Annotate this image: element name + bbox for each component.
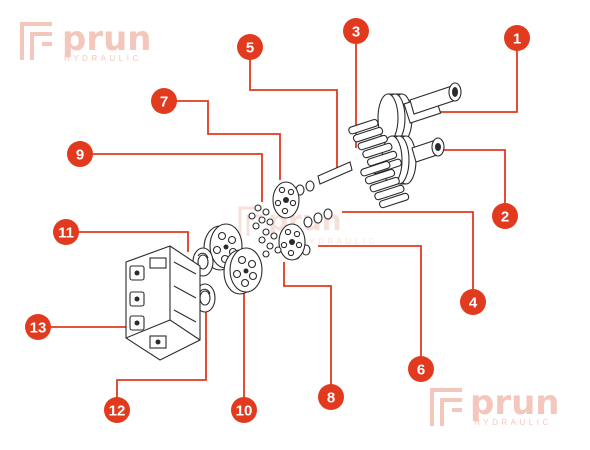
watermark-subtitle: HYDRAULIC <box>300 237 378 246</box>
watermark-word: prun <box>62 19 152 59</box>
watermark-word: prun <box>470 383 560 423</box>
part-drive-shaft <box>377 82 462 143</box>
part-retainer-plate-lower <box>278 223 306 261</box>
callout-3: 3 <box>343 18 369 44</box>
callout-6-label: 6 <box>417 362 425 379</box>
callout-11-label: 11 <box>58 225 74 242</box>
watermark-top-left: prun HYDRAULIC <box>20 19 152 63</box>
callout-10: 10 <box>231 397 257 423</box>
callout-13-label: 13 <box>30 320 47 337</box>
leader-5 <box>249 47 338 168</box>
callout-2-label: 2 <box>501 209 509 226</box>
callout-1-label: 1 <box>513 31 521 48</box>
leader-12 <box>116 302 207 410</box>
leader-9 <box>80 153 263 202</box>
callout-1: 1 <box>504 25 530 51</box>
part-pistons <box>348 118 410 209</box>
callout-11: 11 <box>53 219 79 245</box>
part-retainer-plate <box>272 181 300 219</box>
leader-2 <box>438 149 506 216</box>
callout-7-label: 7 <box>160 94 168 111</box>
leader-lines <box>38 31 518 410</box>
part-rear-housing <box>125 245 201 361</box>
callout-8: 8 <box>318 384 344 410</box>
callout-4: 4 <box>460 289 486 315</box>
leader-7 <box>164 100 281 180</box>
brand-logo-icon <box>238 206 262 236</box>
callout-2: 2 <box>492 203 518 229</box>
leader-4 <box>342 211 474 302</box>
callout-9: 9 <box>67 141 93 167</box>
callout-6: 6 <box>408 356 434 382</box>
callout-8-label: 8 <box>327 390 335 407</box>
callout-13: 13 <box>25 314 51 340</box>
callout-3-label: 3 <box>352 24 360 41</box>
callout-9-label: 9 <box>76 147 84 164</box>
leader-1 <box>432 38 518 113</box>
watermark-bottom-right: prun HYDRAULIC <box>430 383 560 427</box>
callout-7: 7 <box>151 88 177 114</box>
leader-8 <box>283 262 332 397</box>
callout-4-label: 4 <box>469 295 478 312</box>
leader-6 <box>318 245 422 369</box>
callout-10-label: 10 <box>236 403 253 420</box>
brand-logo-icon <box>20 22 52 60</box>
part-rings <box>303 208 333 228</box>
callout-5: 5 <box>237 34 263 60</box>
watermark-subtitle: HYDRAULIC <box>474 418 552 427</box>
callout-5-label: 5 <box>246 40 254 57</box>
callout-12: 12 <box>104 397 130 423</box>
leader-11 <box>66 231 189 252</box>
part-slipper-shoes <box>248 204 282 258</box>
watermark-subtitle: HYDRAULIC <box>64 54 142 63</box>
callout-badges: 1 2 3 4 5 6 7 8 9 10 11 12 13 <box>25 18 530 423</box>
callout-12-label: 12 <box>109 403 126 420</box>
brand-logo-icon <box>430 388 462 426</box>
